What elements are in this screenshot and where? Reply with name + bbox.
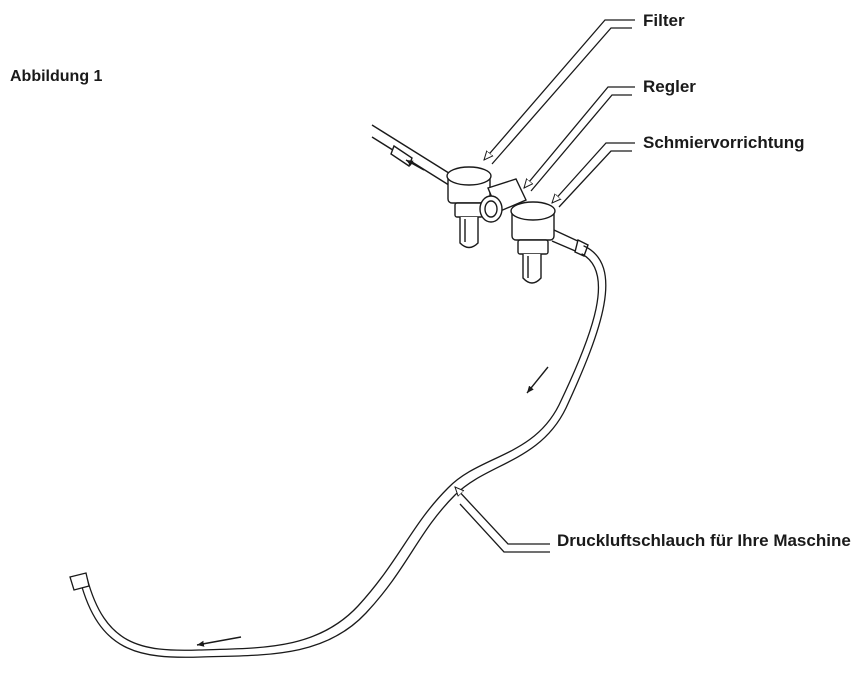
air-hose <box>79 245 607 658</box>
hose-flow-arrow-lower <box>196 636 242 647</box>
inlet-flow-arrow <box>405 159 425 171</box>
regulator-unit <box>479 178 527 223</box>
regler-label: Regler <box>643 77 696 96</box>
supply-pipe <box>371 124 453 188</box>
filter-unit <box>446 166 492 249</box>
outlet-fitting <box>551 229 589 257</box>
hose-label: Druckluftschlauch für Ihre Maschine <box>557 531 851 550</box>
regler-leader <box>524 86 635 192</box>
filter-label: Filter <box>643 11 685 30</box>
hose-end-fitting <box>69 572 90 591</box>
figure-title: Abbildung 1 <box>10 68 103 85</box>
schmiervorrichtung-label: Schmiervorrichtung <box>643 133 805 152</box>
hose-flow-arrow-upper <box>526 366 549 394</box>
filter-leader <box>484 19 635 165</box>
schmiervorrichtung-leader <box>552 142 635 208</box>
lubricator-unit <box>510 201 556 284</box>
hose-leader <box>455 487 550 553</box>
